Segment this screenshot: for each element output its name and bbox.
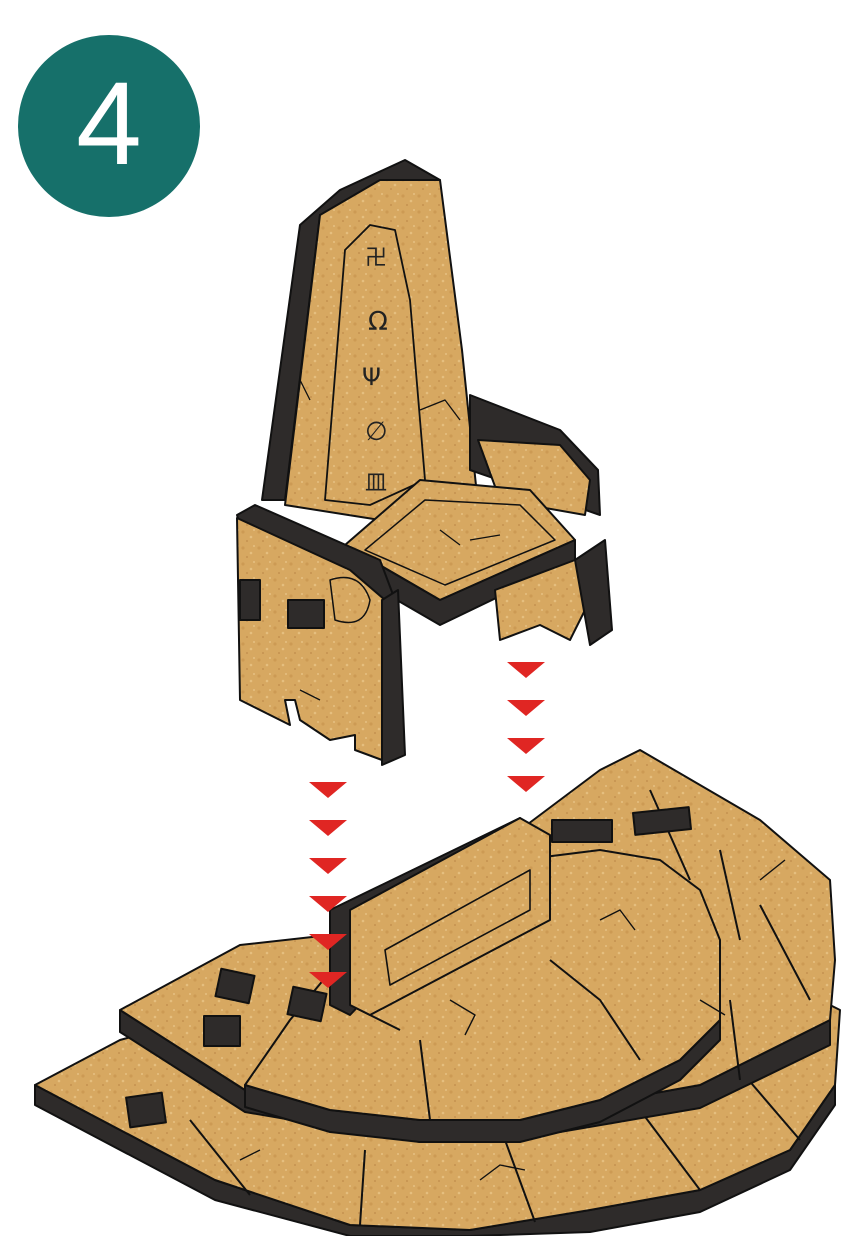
down-arrow-icon bbox=[309, 820, 347, 836]
down-arrow-icon bbox=[309, 782, 347, 798]
down-arrow-icon bbox=[507, 776, 545, 792]
slot-step-2 bbox=[126, 1093, 166, 1128]
slot-left-1 bbox=[215, 969, 254, 1003]
slot-step-1 bbox=[204, 1016, 240, 1046]
svg-text:Ψ: Ψ bbox=[362, 363, 381, 391]
dais-base-icon bbox=[35, 750, 840, 1236]
throne-icon: 卍 Ω Ψ ∅ 皿 bbox=[237, 160, 612, 765]
svg-text:皿: 皿 bbox=[365, 471, 387, 496]
svg-text:∅: ∅ bbox=[365, 417, 388, 447]
down-arrow-icon bbox=[507, 738, 545, 754]
down-arrow-icon bbox=[507, 700, 545, 716]
down-arrow-icon bbox=[309, 858, 347, 874]
svg-text:卍: 卍 bbox=[365, 246, 387, 271]
slot-left-2 bbox=[287, 987, 326, 1021]
slot-top-1 bbox=[552, 820, 612, 842]
arrow-column-right bbox=[507, 662, 545, 792]
slot-top-2 bbox=[633, 807, 691, 835]
svg-text:Ω: Ω bbox=[368, 307, 388, 337]
down-arrow-icon bbox=[507, 662, 545, 678]
